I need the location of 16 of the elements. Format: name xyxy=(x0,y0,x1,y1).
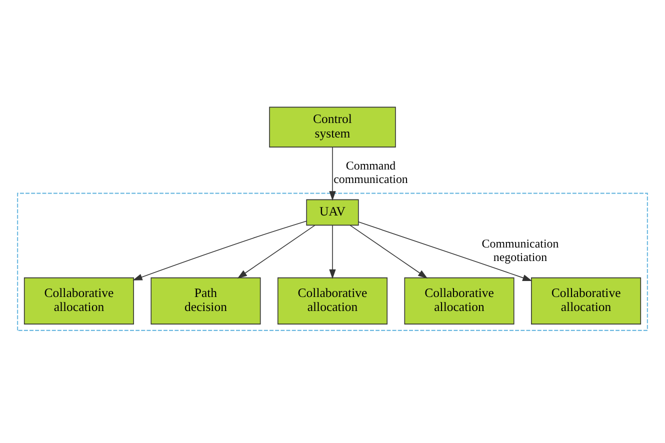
edge-label: Command communication xyxy=(334,158,408,186)
cluster xyxy=(17,192,648,330)
node-box: Collaborative allocation xyxy=(277,276,388,324)
arrow xyxy=(350,224,428,278)
node-box: Path decision xyxy=(150,276,261,324)
node-box: Control system xyxy=(269,106,396,147)
arrow xyxy=(329,146,336,200)
arrow xyxy=(329,224,336,278)
node-box: Collaborative allocation xyxy=(531,276,642,324)
edge-label: Communication negotiation xyxy=(482,236,559,264)
node-box: UAV xyxy=(306,198,359,226)
node-box: Collaborative allocation xyxy=(404,276,514,324)
arrow xyxy=(237,224,316,278)
arrow xyxy=(358,221,532,281)
arrow xyxy=(132,220,307,280)
node-box: Collaborative allocation xyxy=(24,276,134,324)
